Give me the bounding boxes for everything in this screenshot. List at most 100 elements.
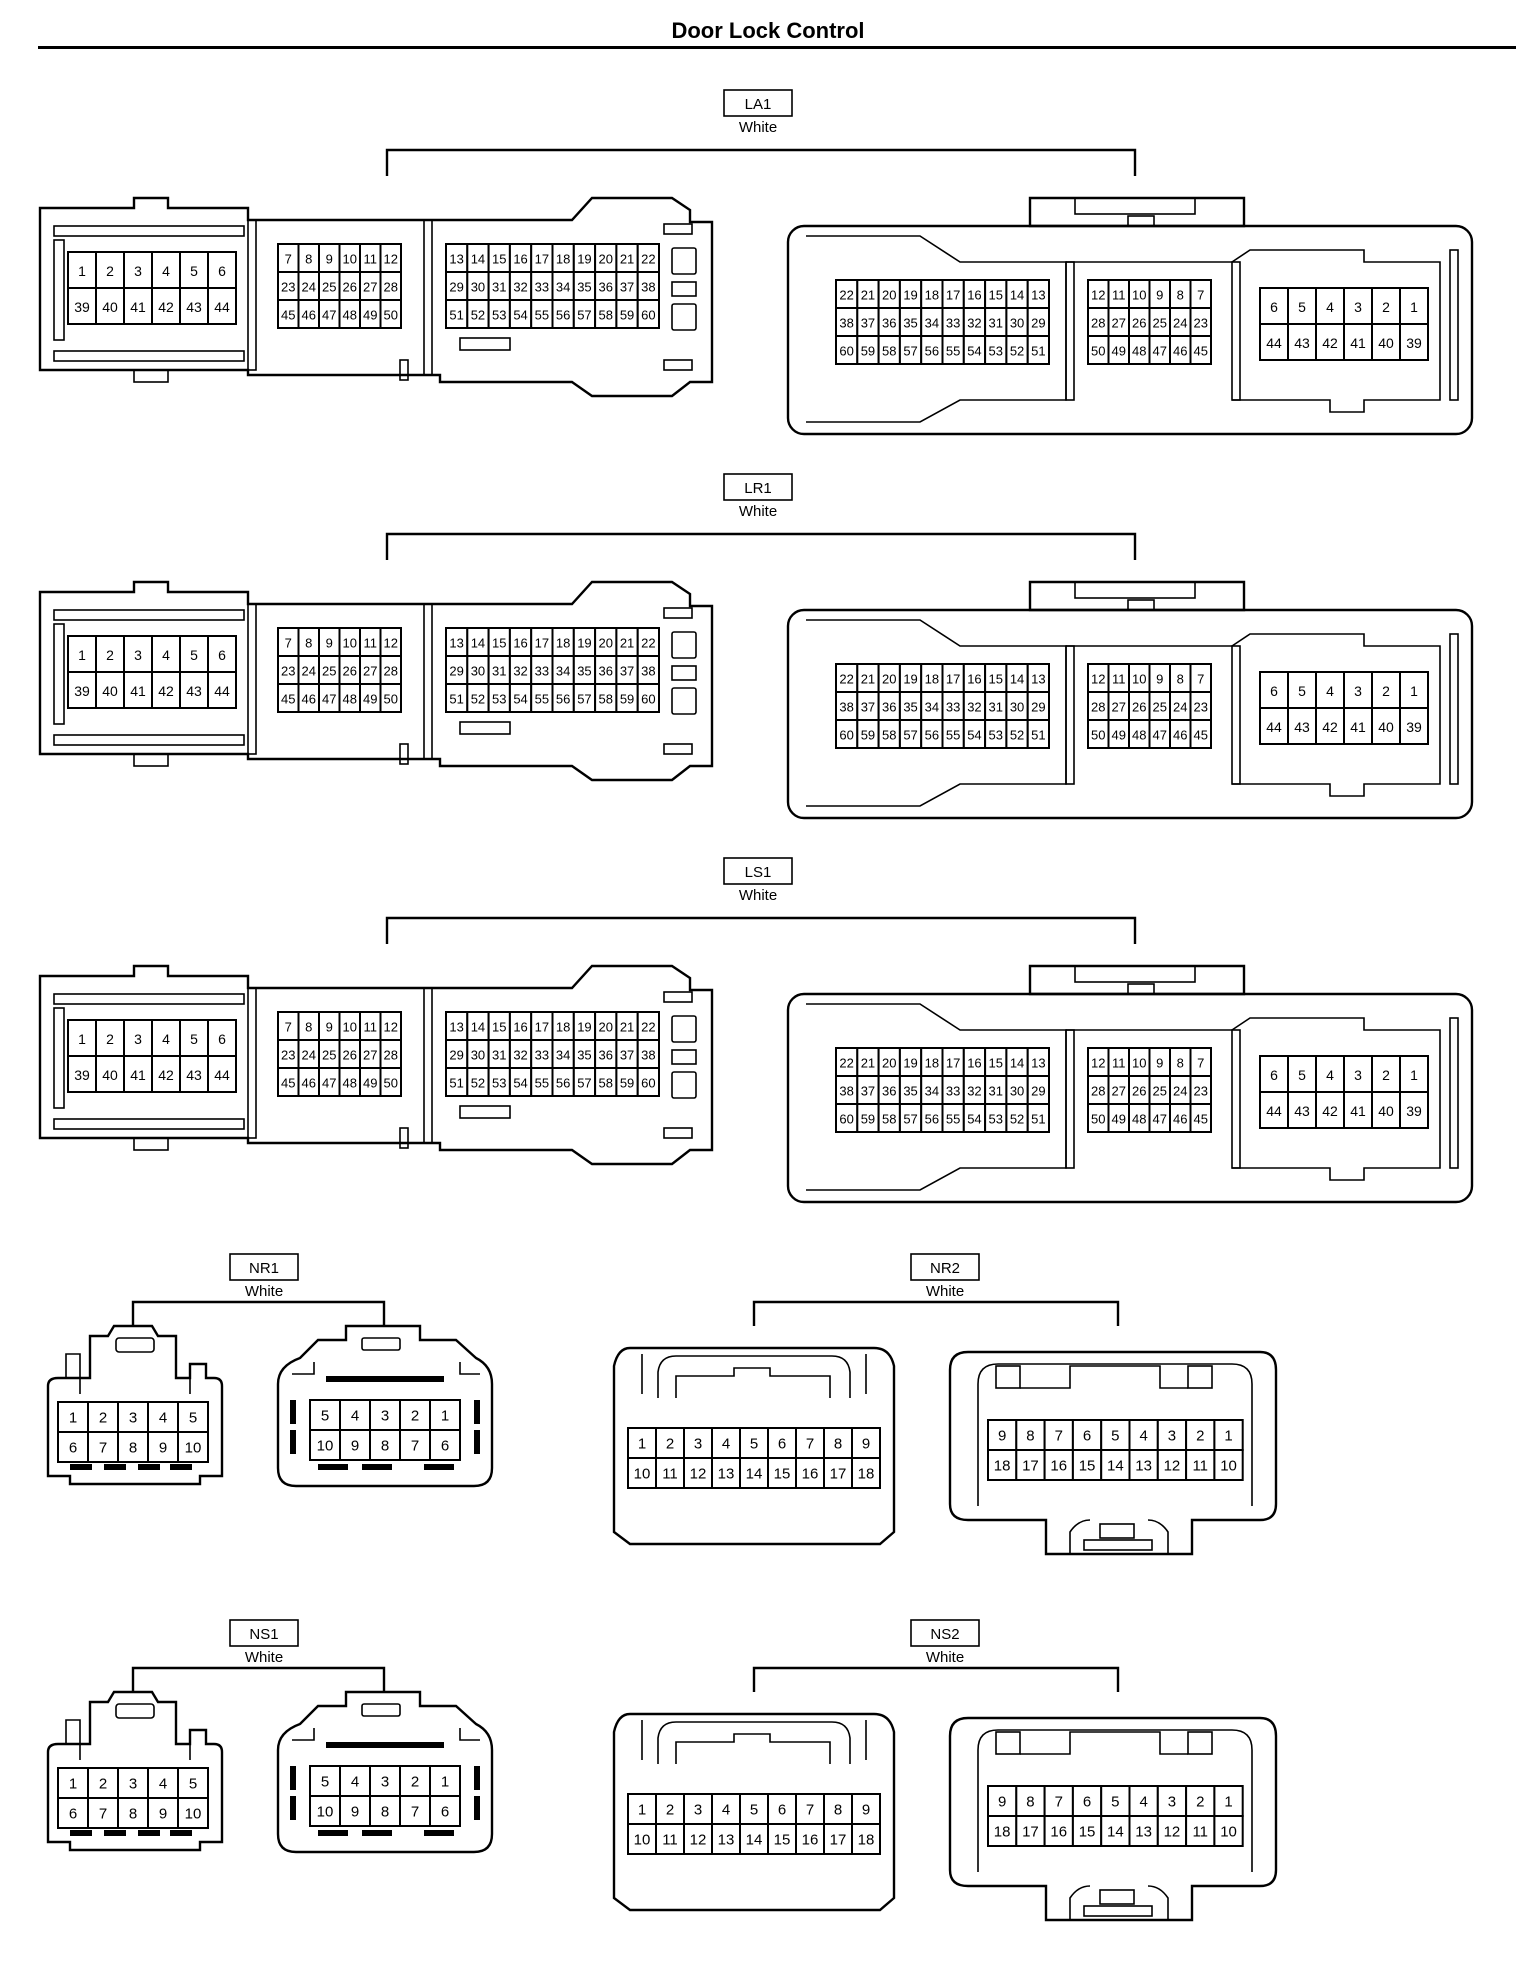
pin-number: 56 <box>556 308 570 323</box>
pin-number: 3 <box>134 1031 142 1047</box>
pin-number: 17 <box>946 288 960 303</box>
pin-cell <box>1287 1055 1317 1093</box>
pin-number: 30 <box>1010 1084 1024 1099</box>
pin-number: 34 <box>925 700 939 715</box>
housing-feature <box>474 1766 480 1790</box>
pin-number: 28 <box>384 280 398 295</box>
pin-number: 6 <box>218 263 226 279</box>
pin-number: 20 <box>882 288 896 303</box>
pin-cell <box>1287 323 1317 361</box>
pin-number: 19 <box>903 1056 917 1071</box>
housing-feature <box>663 607 693 619</box>
pin-number: 8 <box>1026 1428 1034 1445</box>
pin-number: 50 <box>1091 1112 1105 1127</box>
pin-cell <box>429 1795 461 1827</box>
pin-number: 39 <box>1406 335 1422 351</box>
pin-cell <box>1026 719 1050 749</box>
pin-number: 25 <box>1153 700 1167 715</box>
pin-number: 26 <box>1132 700 1146 715</box>
pin-number: 15 <box>989 672 1003 687</box>
housing-feature <box>170 1830 192 1836</box>
pin-cell <box>1213 1419 1244 1451</box>
housing-feature <box>138 1464 160 1470</box>
pin-number: 30 <box>471 1048 485 1063</box>
housing-feature <box>1449 633 1459 785</box>
pin-number: 48 <box>1132 1112 1146 1127</box>
pin-number: 2 <box>666 1436 674 1453</box>
pin-number: 14 <box>1010 1056 1024 1071</box>
housing-feature <box>1083 1905 1153 1917</box>
pin-number: 2 <box>99 1776 107 1793</box>
connector-id-box <box>723 857 793 885</box>
pin-number: 32 <box>967 316 981 331</box>
pin-number: 56 <box>556 692 570 707</box>
pin-cell <box>1071 1785 1103 1817</box>
pin-number: 18 <box>925 288 939 303</box>
pin-number: 45 <box>281 692 295 707</box>
pin-number: 31 <box>492 664 506 679</box>
pin-number: 1 <box>1410 1067 1418 1083</box>
pin-number: 9 <box>351 1438 359 1455</box>
housing-outline <box>1028 196 1246 228</box>
pin-number: 10 <box>1220 1824 1237 1841</box>
pin-number: 45 <box>1194 1112 1208 1127</box>
pin-cell <box>67 1019 97 1057</box>
housing-feature <box>399 1127 409 1149</box>
pin-number: 46 <box>1173 344 1187 359</box>
pin-number: 17 <box>535 636 549 651</box>
pin-number: 9 <box>862 1436 870 1453</box>
housing-outline <box>977 1363 1253 1506</box>
pin-number: 4 <box>722 1802 730 1819</box>
pin-number: 42 <box>1322 719 1338 735</box>
pin-number: 33 <box>946 1084 960 1099</box>
pin-number: 10 <box>1132 1056 1146 1071</box>
pin-number: 39 <box>74 683 90 699</box>
pin-number: 46 <box>302 308 316 323</box>
pin-number: 23 <box>1194 700 1208 715</box>
pin-number: 5 <box>1298 299 1306 315</box>
pin-number: 19 <box>577 1020 591 1035</box>
connector-color: White <box>245 1283 283 1300</box>
housing-feature <box>290 1430 296 1454</box>
pin-number: 33 <box>946 700 960 715</box>
pin-number: 22 <box>641 1020 655 1035</box>
pin-number: 49 <box>363 692 377 707</box>
pin-number: 5 <box>321 1408 329 1425</box>
pin-number: 51 <box>449 1076 463 1091</box>
housing-feature <box>1231 645 1241 785</box>
connector-id: NR2 <box>930 1260 960 1277</box>
pin-number: 54 <box>967 728 981 743</box>
pin-number: 44 <box>214 1067 230 1083</box>
pin-number: 23 <box>1194 316 1208 331</box>
housing-feature <box>53 1118 245 1130</box>
housing-feature <box>474 1400 480 1424</box>
pin-number: 7 <box>411 1804 419 1821</box>
pin-cell <box>1343 1091 1373 1129</box>
housing-feature <box>459 337 511 351</box>
pin-number: 40 <box>102 1067 118 1083</box>
pin-number: 5 <box>1111 1428 1119 1445</box>
pin-number: 6 <box>1270 299 1278 315</box>
pin-number: 56 <box>556 1076 570 1091</box>
pin-number: 4 <box>162 1031 170 1047</box>
pin-cell <box>1185 1815 1216 1847</box>
pin-number: 18 <box>994 1458 1011 1475</box>
pin-number: 23 <box>281 1048 295 1063</box>
pin-number: 49 <box>1112 728 1126 743</box>
pin-number: 39 <box>74 299 90 315</box>
pin-number: 3 <box>1354 1067 1362 1083</box>
pin-number: 41 <box>130 299 146 315</box>
pin-number: 29 <box>1031 700 1045 715</box>
pin-number: 41 <box>1350 1103 1366 1119</box>
pin-number: 5 <box>321 1774 329 1791</box>
pin-number: 45 <box>1194 344 1208 359</box>
pin-number: 4 <box>1326 683 1334 699</box>
pin-cell <box>67 1055 97 1093</box>
pin-number: 18 <box>556 252 570 267</box>
